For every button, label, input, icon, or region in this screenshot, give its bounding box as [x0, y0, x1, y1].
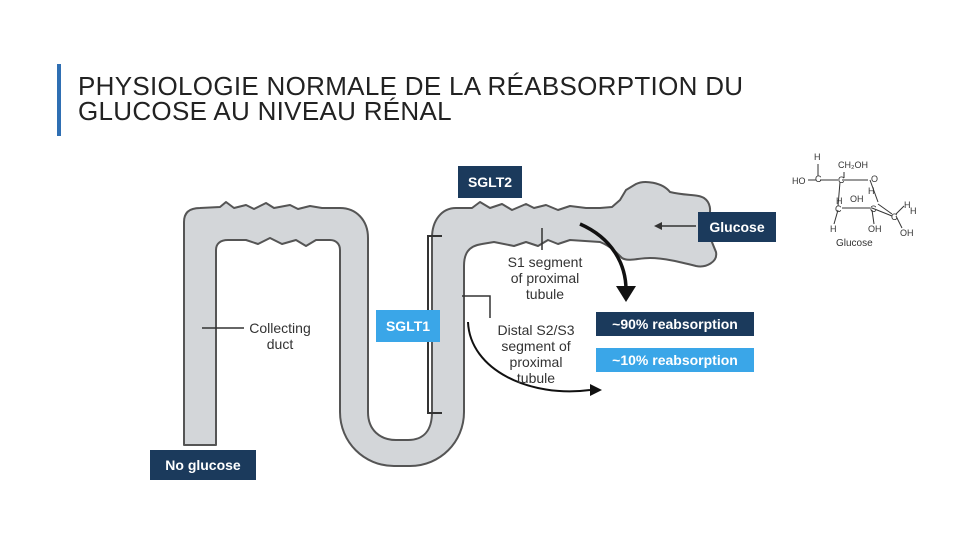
glucose-input-arrowhead — [654, 222, 662, 230]
reabsorption-10-arrow — [467, 321, 591, 393]
no-glucose-box: No glucose — [150, 450, 256, 480]
collecting-label-line-2: duct — [266, 336, 294, 352]
glucose-structure: H CH₂OH HO C C O H OH H C C C H H OH OH … — [788, 150, 928, 254]
distal-label-line-4: tubule — [516, 370, 556, 386]
glucose-atom-c4: C — [870, 204, 877, 214]
glucose-atom-oh-mid: OH — [850, 194, 864, 204]
reabsorption-90-box: ~90% reabsorption — [596, 312, 754, 336]
distal-label-line-2: segment of — [501, 338, 571, 354]
sglt1-label: SGLT1 — [385, 318, 431, 334]
glucose-structure-caption: Glucose — [836, 238, 873, 249]
distal-label-line-1: Distal S2/S3 — [497, 322, 575, 338]
reabsorption-10-box: ~10% reabsorption — [596, 348, 754, 372]
reabsorption-90-label: ~90% reabsorption — [612, 316, 738, 332]
no-glucose-label: No glucose — [165, 457, 241, 473]
sglt1-label-box: SGLT1 — [376, 310, 440, 342]
glucose-atom-c2: C — [838, 175, 845, 185]
glucose-atom-ho: HO — [792, 176, 806, 186]
glucose-atom-h-right: H — [910, 206, 917, 216]
glucose-atom-oh-right: OH — [900, 228, 914, 238]
title-accent-bar — [57, 64, 61, 136]
nephron-tubule-drawing — [183, 181, 718, 467]
glucose-atom-h2: H — [868, 186, 875, 196]
s1-segment-label: S1 segment of proximal tubule — [490, 254, 600, 302]
glucose-atom-o-ring: O — [871, 174, 879, 184]
glucose-ring-drawing — [808, 164, 905, 229]
glucose-input-box: Glucose — [698, 212, 776, 242]
glucose-atom-h3: H — [836, 196, 843, 206]
slide-title: PHYSIOLOGIE NORMALE DE LA RÉABSORPTION D… — [78, 71, 938, 126]
s1-label-line-3: tubule — [525, 286, 565, 302]
glucose-atom-c3: C — [835, 204, 842, 214]
glucose-atom-c5: C — [891, 212, 898, 222]
slide-title-line-2: GLUCOSE AU NIVEAU RÉNAL — [78, 96, 452, 126]
reabsorption-10-label: ~10% reabsorption — [612, 352, 738, 368]
distal-label-line-3: proximal — [509, 354, 563, 370]
sglt2-label: SGLT2 — [467, 174, 513, 190]
reabsorption-10-arrowhead — [590, 384, 602, 396]
reabsorption-90-arrowhead — [616, 286, 636, 302]
glucose-atom-h-top: H — [814, 152, 821, 162]
tubule-body — [183, 181, 718, 467]
s1-label-line-2: of proximal — [510, 270, 580, 286]
collecting-label-line-1: Collecting — [249, 320, 311, 336]
distal-segment-label: Distal S2/S3 segment of proximal tubule — [486, 322, 586, 386]
reabsorption-90-arrow — [579, 222, 628, 291]
slide-title-line-1: PHYSIOLOGIE NORMALE DE LA RÉABSORPTION D… — [78, 71, 744, 101]
glucose-input-label: Glucose — [709, 219, 765, 235]
glucose-atom-oh-bottom: OH — [868, 224, 882, 234]
collecting-duct-label: Collecting duct — [242, 320, 318, 352]
glucose-atom-h5: H — [904, 200, 911, 210]
sglt2-label-box: SGLT2 — [458, 166, 522, 198]
glucose-atom-ch2oh: CH₂OH — [838, 160, 868, 170]
s1-label-line-1: S1 segment — [507, 254, 583, 270]
nephron-diagram: SGLT2 SGLT1 Glucose ~90% reabsorption ~1… — [150, 150, 780, 480]
glucose-atom-c1: C — [815, 174, 822, 184]
glucose-atom-h4: H — [830, 224, 837, 234]
distal-pointer — [462, 295, 491, 318]
